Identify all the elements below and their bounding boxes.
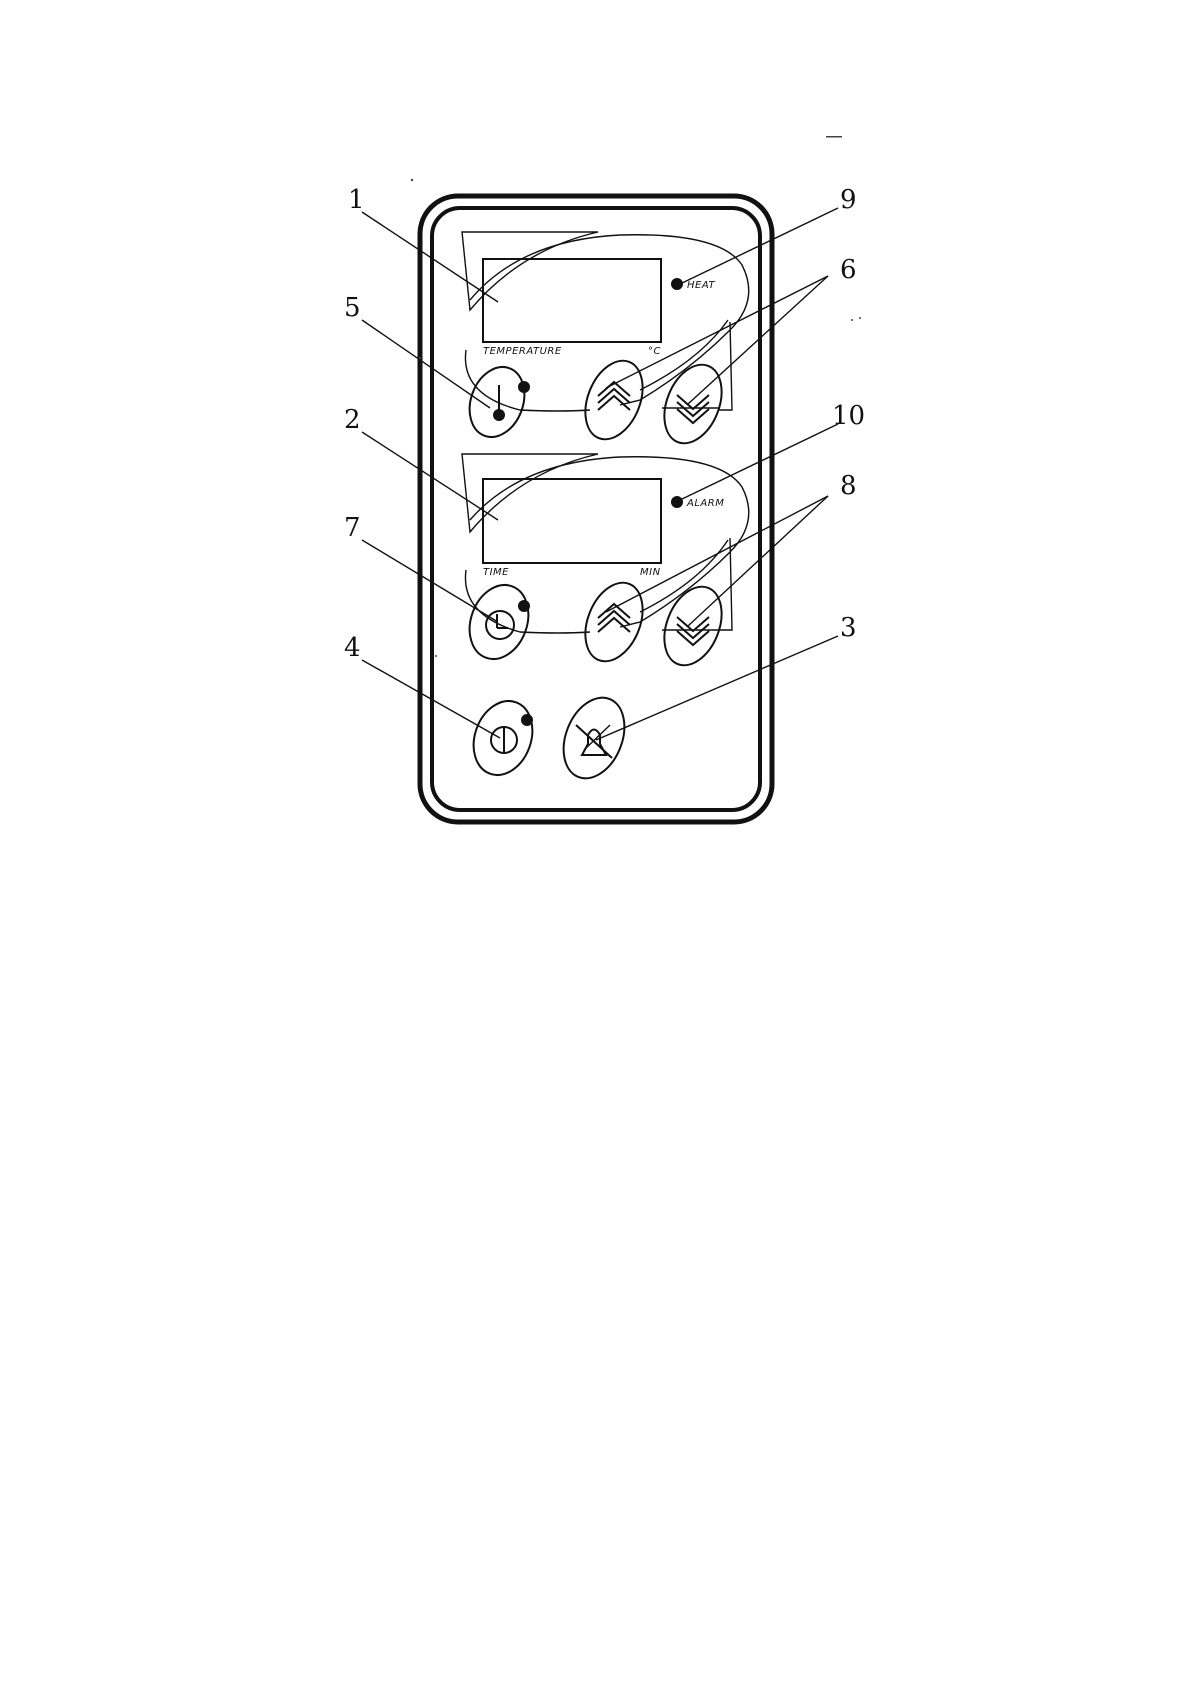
leader-line-3 <box>596 636 838 740</box>
thermometer-icon <box>493 385 505 421</box>
callout-6: 6 <box>840 255 857 285</box>
callout-1: 1 <box>348 185 365 215</box>
power-button[interactable] <box>464 693 543 784</box>
temperature-label: TEMPERATURE <box>483 346 562 357</box>
time-button[interactable] <box>460 577 539 668</box>
temperature-down-button[interactable] <box>654 356 733 452</box>
temperature-section: HEAT TEMPERATURE °C <box>460 232 748 452</box>
time-up-button[interactable] <box>575 574 654 670</box>
callout-4: 4 <box>344 633 361 663</box>
alarm-indicator-led <box>671 496 683 508</box>
callout-7: 7 <box>344 513 361 543</box>
power-button-led <box>521 714 533 726</box>
callout-2: 2 <box>344 405 361 435</box>
leader-line-6a <box>606 276 828 388</box>
bell-muted-icon <box>576 725 612 758</box>
temperature-unit: °C <box>648 346 661 357</box>
bottom-controls <box>464 689 636 788</box>
time-section: ALARM TIME MIN <box>460 454 749 674</box>
callout-10: 10 <box>832 401 865 431</box>
alarm-indicator-label: ALARM <box>686 498 724 509</box>
time-down-button[interactable] <box>654 578 733 674</box>
heat-indicator-label: HEAT <box>687 280 715 291</box>
leader-line-5 <box>362 320 490 408</box>
panel-frame <box>420 196 772 822</box>
time-display <box>483 479 661 563</box>
callout-8: 8 <box>840 471 857 501</box>
time-label: TIME <box>483 567 509 578</box>
callout-3: 3 <box>840 613 857 643</box>
callout-9: 9 <box>840 185 857 215</box>
time-unit: MIN <box>640 567 661 578</box>
power-icon <box>491 726 517 754</box>
callout-5: 5 <box>344 293 361 323</box>
time-button-led <box>518 600 530 612</box>
temperature-up-button[interactable] <box>575 352 654 448</box>
chevron-up-double-icon <box>598 382 630 410</box>
alarm-mute-button[interactable] <box>552 689 635 788</box>
temperature-button-led <box>518 381 530 393</box>
scan-specks <box>411 136 861 657</box>
